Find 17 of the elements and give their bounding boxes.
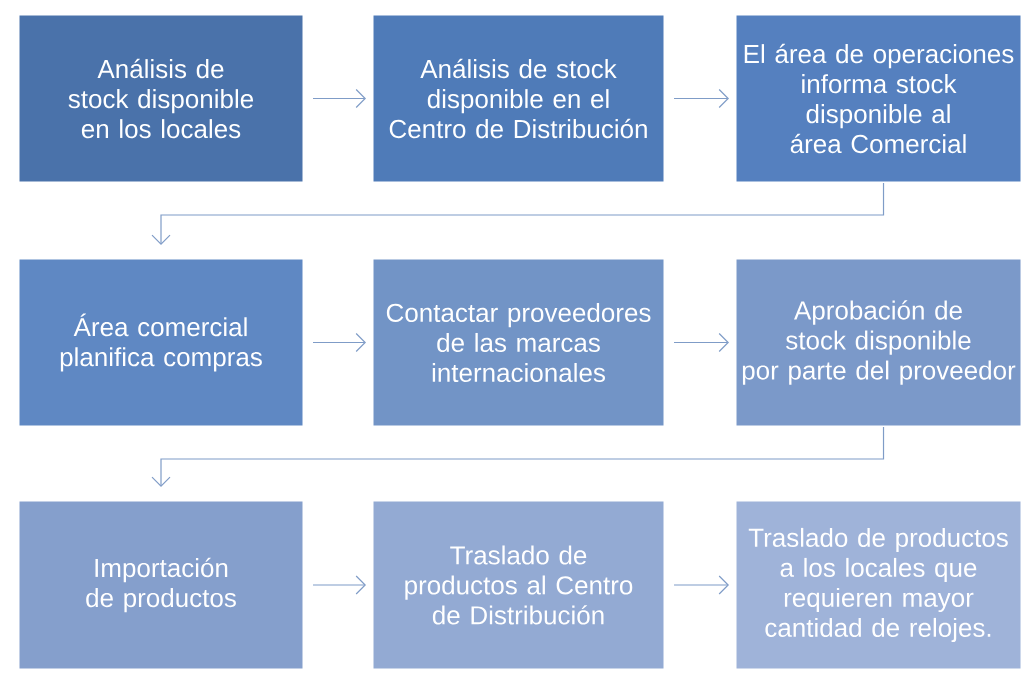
arrow <box>312 332 366 353</box>
process-box: Traslado de productos al Centro de Distribución <box>370 498 667 672</box>
process-box: Análisis de stock disponible en el Centro de Distribución <box>370 12 667 185</box>
arrow <box>673 575 729 595</box>
process-box: El área de operaciones informa stock disponible al área Comercial <box>733 12 1024 185</box>
arrow <box>151 426 885 487</box>
process-box: Área comercial planifica compras <box>16 256 306 429</box>
process-box: Análisis de stock disponible en los locales <box>16 12 306 185</box>
arrow <box>151 182 885 245</box>
arrow <box>312 575 366 595</box>
arrow <box>312 88 366 109</box>
process-box: Importación de productos <box>16 498 306 672</box>
process-box: Traslado de productos a los locales que requieren mayor cantidad de relojes. <box>733 498 1024 672</box>
process-box: Aprobación de stock disponible por parte del proveedor <box>733 256 1024 429</box>
arrow <box>673 88 729 109</box>
arrow <box>673 332 729 353</box>
process-box: Contactar proveedores de las marcas internacionales <box>370 256 667 429</box>
